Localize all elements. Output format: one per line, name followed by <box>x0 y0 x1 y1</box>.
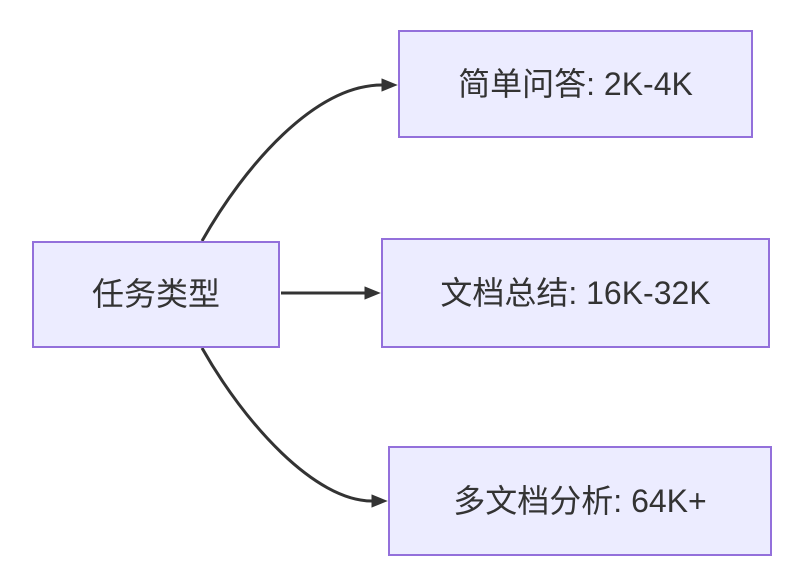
node-doc-summary-label: 文档总结: 16K-32K <box>440 274 711 311</box>
node-doc-summary: 文档总结: 16K-32K <box>381 238 770 348</box>
node-task-type-label: 任务类型 <box>91 276 220 313</box>
node-simple-qa-label: 简单问答: 2K-4K <box>458 65 693 102</box>
edge-root-to-multidoc-analysis <box>200 347 388 508</box>
node-simple-qa: 简单问答: 2K-4K <box>398 30 753 138</box>
node-multidoc-analysis: 多文档分析: 64K+ <box>388 446 772 556</box>
node-multidoc-analysis-label: 多文档分析: 64K+ <box>453 482 707 519</box>
edge-root-to-simple-qa <box>200 78 398 242</box>
node-task-type: 任务类型 <box>32 241 280 348</box>
